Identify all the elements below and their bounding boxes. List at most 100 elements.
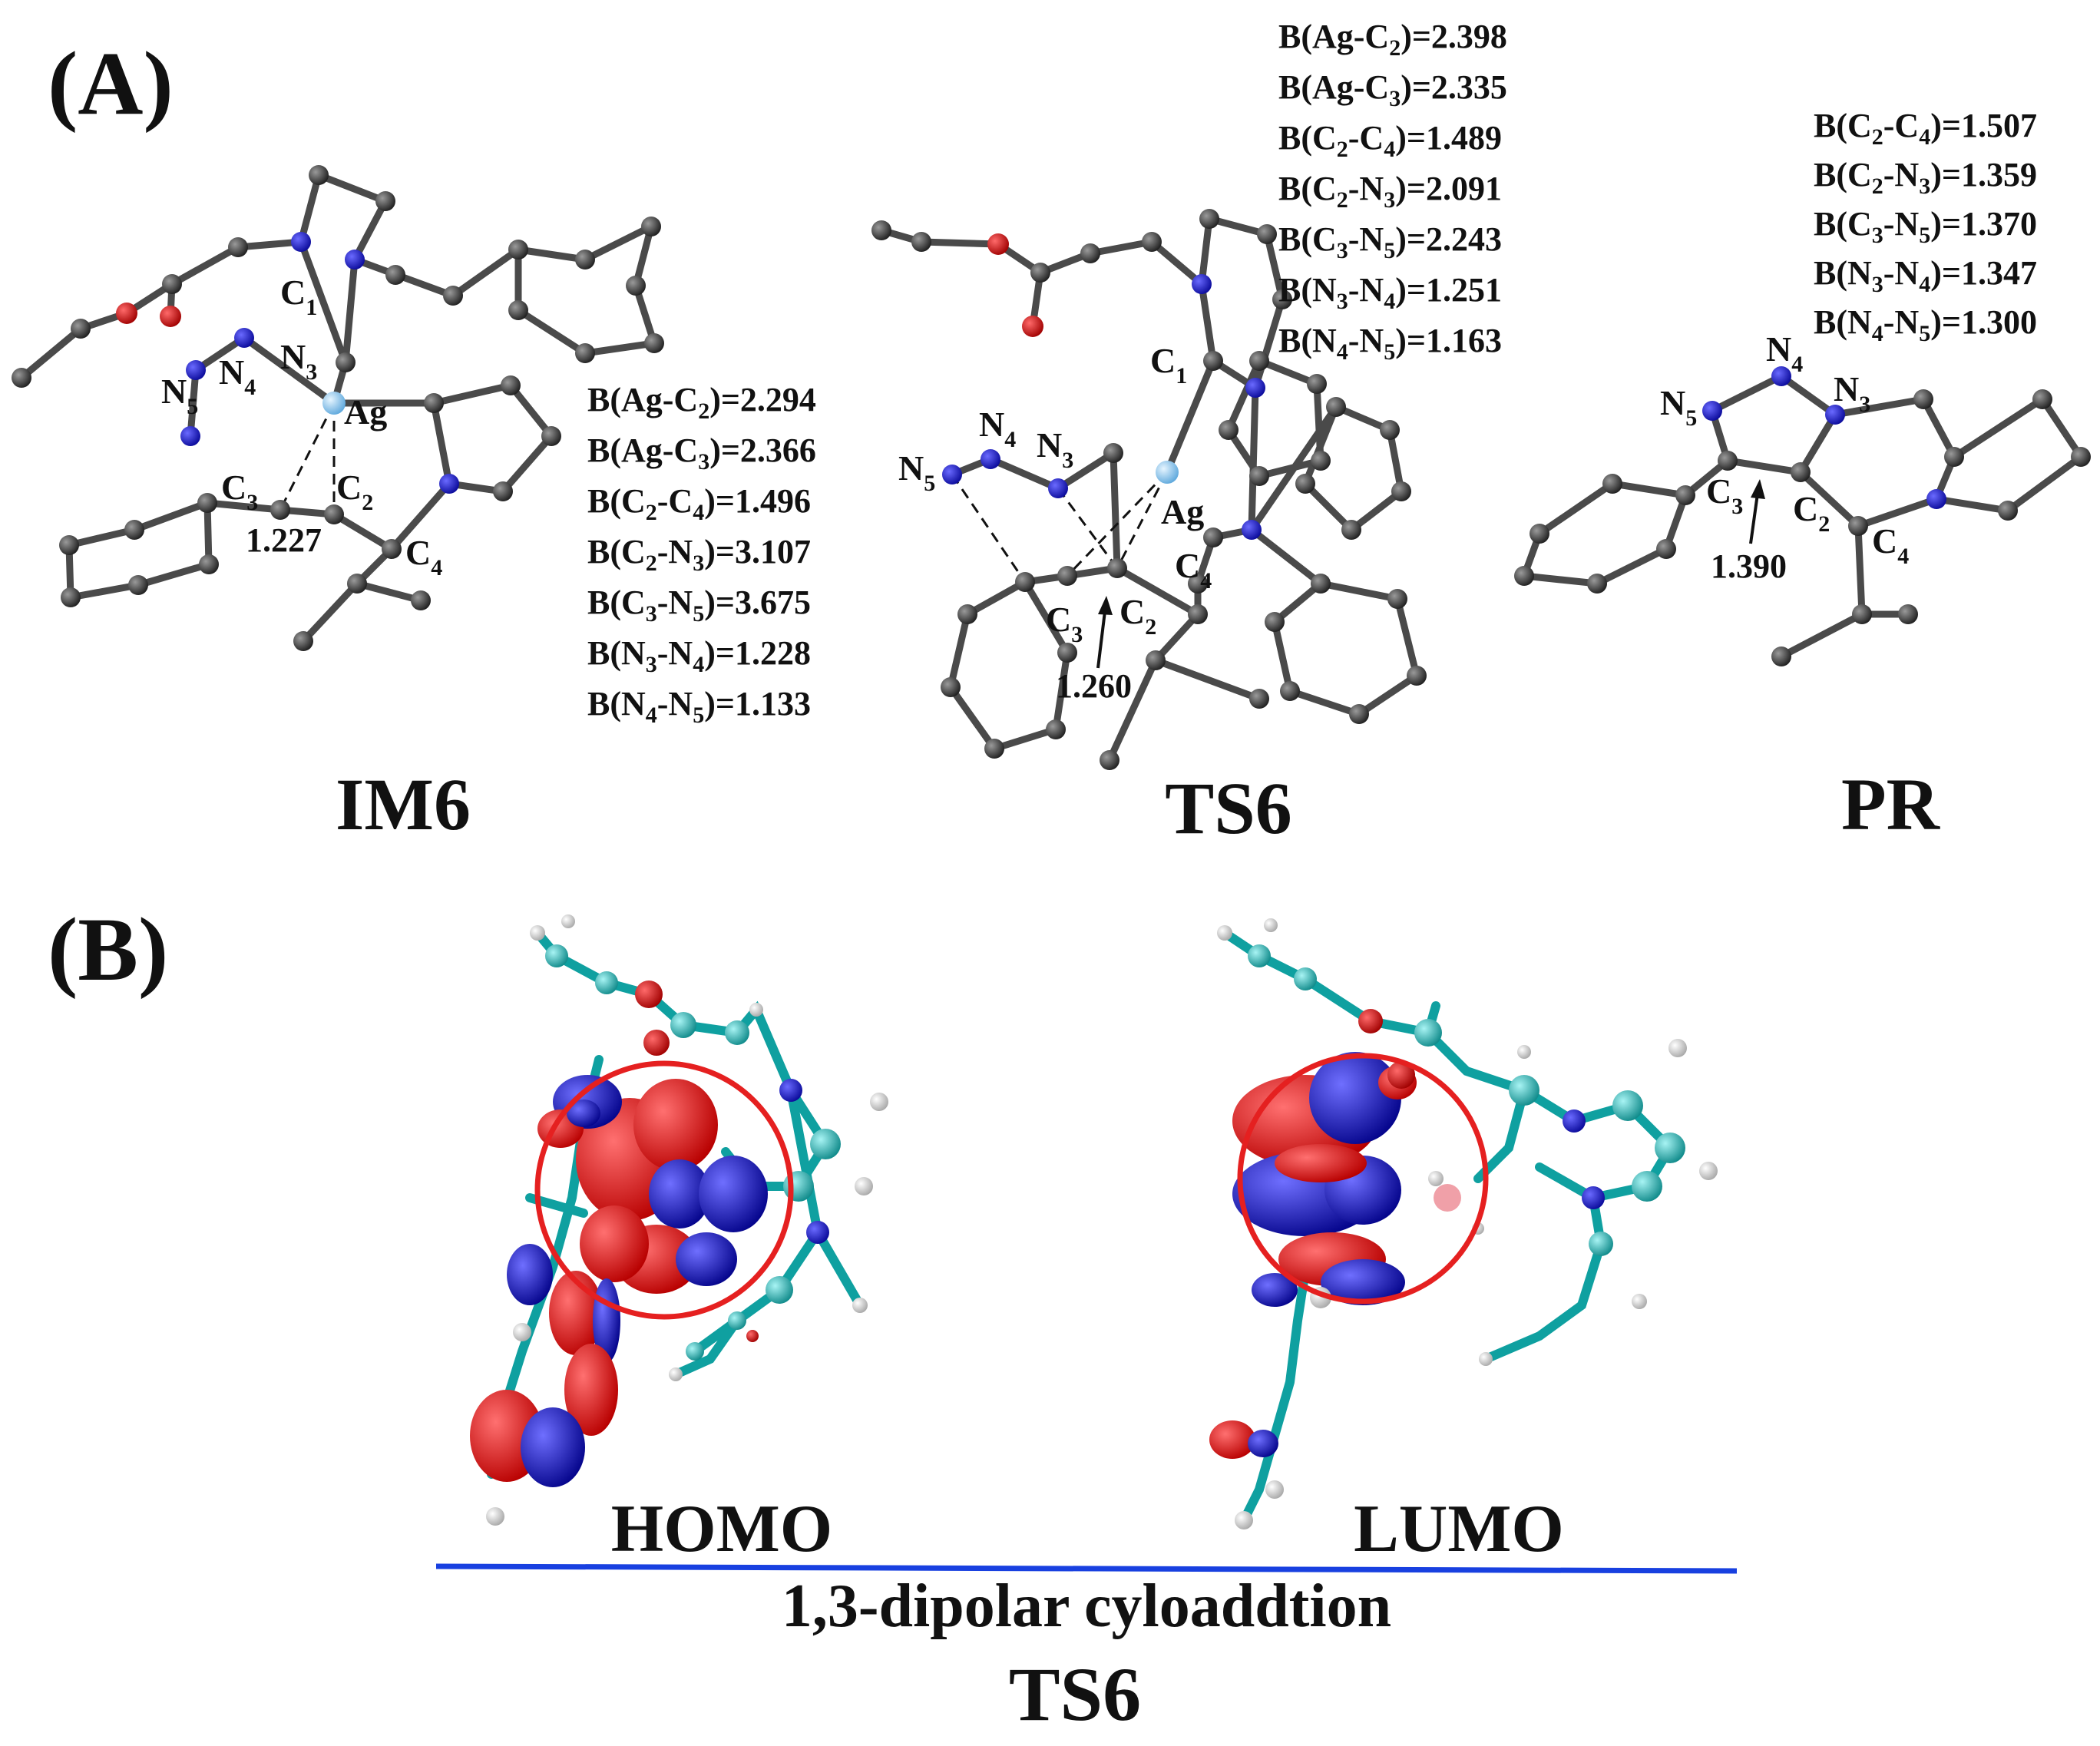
im6-bond <box>168 243 242 288</box>
pr-atom-c <box>1848 516 1868 536</box>
pr-bond <box>1797 411 1839 476</box>
ts6-atom-labels: C1 N4 N3 N5 Ag C4 C3 C2 1.260 <box>898 341 1212 705</box>
pr-atom-c <box>1998 501 2018 521</box>
caption-reaction: 1,3-dipolar cyloaddtion <box>782 1572 1391 1640</box>
im6-atom-c <box>443 286 463 306</box>
pr-atom-c <box>2032 389 2052 409</box>
ts6-bond-4: B(C3-N5)=2.243 <box>1278 220 1502 263</box>
lumo-label: LUMO <box>1354 1492 1564 1566</box>
pr-atom-n <box>1926 489 1946 509</box>
ts6-atom-o <box>987 233 1009 255</box>
im6-atom-c <box>644 333 664 353</box>
pr-atom-c <box>2071 447 2091 467</box>
ts6-title: TS6 <box>1165 767 1291 849</box>
pr-atom-n <box>1771 366 1791 386</box>
ts6-label-ag: Ag <box>1161 492 1204 531</box>
im6-bond <box>187 366 200 440</box>
panel-label-a: (A) <box>48 33 174 134</box>
ts6-bond <box>964 578 1029 618</box>
ts6-atom-c <box>1249 689 1269 709</box>
ts6-distance-arrow <box>1096 604 1107 669</box>
im6-atom-c <box>336 352 356 372</box>
pr-label-c4: C4 <box>1872 521 1909 569</box>
ts6-bond <box>1386 426 1405 495</box>
pr-atom-c <box>1791 462 1811 482</box>
im6-bond <box>240 334 338 407</box>
ts6-atom-c <box>1107 558 1127 578</box>
lumo-orbital-render <box>1209 918 1718 1529</box>
ts6-bond <box>1355 672 1420 718</box>
ts6-bond <box>1271 580 1324 626</box>
im6-atom-c <box>162 274 182 294</box>
pr-bond-2: B(C3-N5)=1.370 <box>1814 205 2037 248</box>
im6-bond <box>297 171 322 246</box>
ts6-label-n3: N3 <box>1037 425 1073 473</box>
ts6-label-n5: N5 <box>898 448 935 496</box>
im6-atom-c <box>199 554 219 574</box>
im6-atom-c <box>493 481 513 501</box>
ts6-bond-3: B(C2-N3)=2.091 <box>1278 170 1502 213</box>
ts6-label-c3: C3 <box>1046 600 1083 647</box>
ts6-label-c1: C1 <box>1150 341 1187 389</box>
pr-label-n5: N5 <box>1660 383 1697 431</box>
ts6-bond <box>1248 384 1259 534</box>
im6-atom-c <box>411 590 431 610</box>
ts6-bond <box>1263 230 1286 303</box>
panel-label-b: (B) <box>48 899 168 1000</box>
ts6-atom-c <box>1199 209 1219 229</box>
ts6-atom-c <box>1142 232 1162 252</box>
im6-atom-n <box>291 232 311 252</box>
im6-atom-c <box>228 237 248 257</box>
ts6-bond <box>1198 215 1213 288</box>
im6-atom-c <box>124 520 144 540</box>
pr-bond <box>2039 395 2085 461</box>
im6-atom-c <box>309 165 329 185</box>
ts6-atom-c <box>1349 704 1369 724</box>
ts6-atom-n <box>1192 274 1212 294</box>
lumo-highlight-circle <box>1237 1053 1489 1305</box>
pr-atom-c <box>1514 566 1534 586</box>
ts6-dashed-bond <box>951 474 1027 583</box>
im6-bond <box>299 580 361 645</box>
im6-title: IM6 <box>336 763 471 845</box>
ts6-label-c4: C4 <box>1175 546 1212 594</box>
im6-atom-c <box>324 504 344 524</box>
ts6-atom-c <box>1103 443 1123 463</box>
ts6-label-n4: N4 <box>979 405 1016 452</box>
im6-label-n5: N5 <box>161 372 198 419</box>
im6-atom-n <box>186 360 206 380</box>
ts6-atom-c <box>871 220 891 240</box>
pr-atom-n <box>1825 405 1845 425</box>
pr-atom-c <box>1530 524 1549 544</box>
ts6-dashed-bond <box>1116 471 1169 569</box>
ts6-atom-o <box>1022 316 1043 337</box>
caption-rule <box>435 1563 1738 1574</box>
ts6-bond-6: B(N4-N5)=1.163 <box>1278 322 1502 365</box>
im6-atom-c <box>626 276 646 296</box>
ts6-atom-n <box>1242 520 1262 540</box>
ts6-bond <box>1394 595 1420 680</box>
im6-atom-o <box>116 303 137 324</box>
im6-atom-c <box>385 265 405 285</box>
pr-bond <box>1609 480 1689 499</box>
pr-bond <box>1933 495 2012 514</box>
ts6-atom-c <box>1311 451 1331 471</box>
im6-bond <box>514 246 589 263</box>
ts6-bond <box>1225 357 1263 434</box>
ts6-atom-c <box>957 604 977 624</box>
ts6-bond-1: B(Ag-C3)=2.335 <box>1278 68 1507 111</box>
pr-bond <box>1920 395 1958 461</box>
im6-atom-c <box>424 393 444 413</box>
ts6-bond <box>947 610 971 691</box>
pr-bond <box>1831 395 1927 418</box>
ts6-atom-c <box>1080 243 1100 263</box>
im6-label-n3: N3 <box>280 337 317 385</box>
ts6-label-c2: C2 <box>1119 592 1156 640</box>
im6-bond <box>430 399 453 488</box>
im6-bond <box>203 499 213 568</box>
im6-atom-c <box>270 500 290 520</box>
ts6-atom-c <box>1057 566 1077 586</box>
ts6-atom-c <box>1030 263 1050 283</box>
ts6-atom-c <box>1295 474 1315 494</box>
